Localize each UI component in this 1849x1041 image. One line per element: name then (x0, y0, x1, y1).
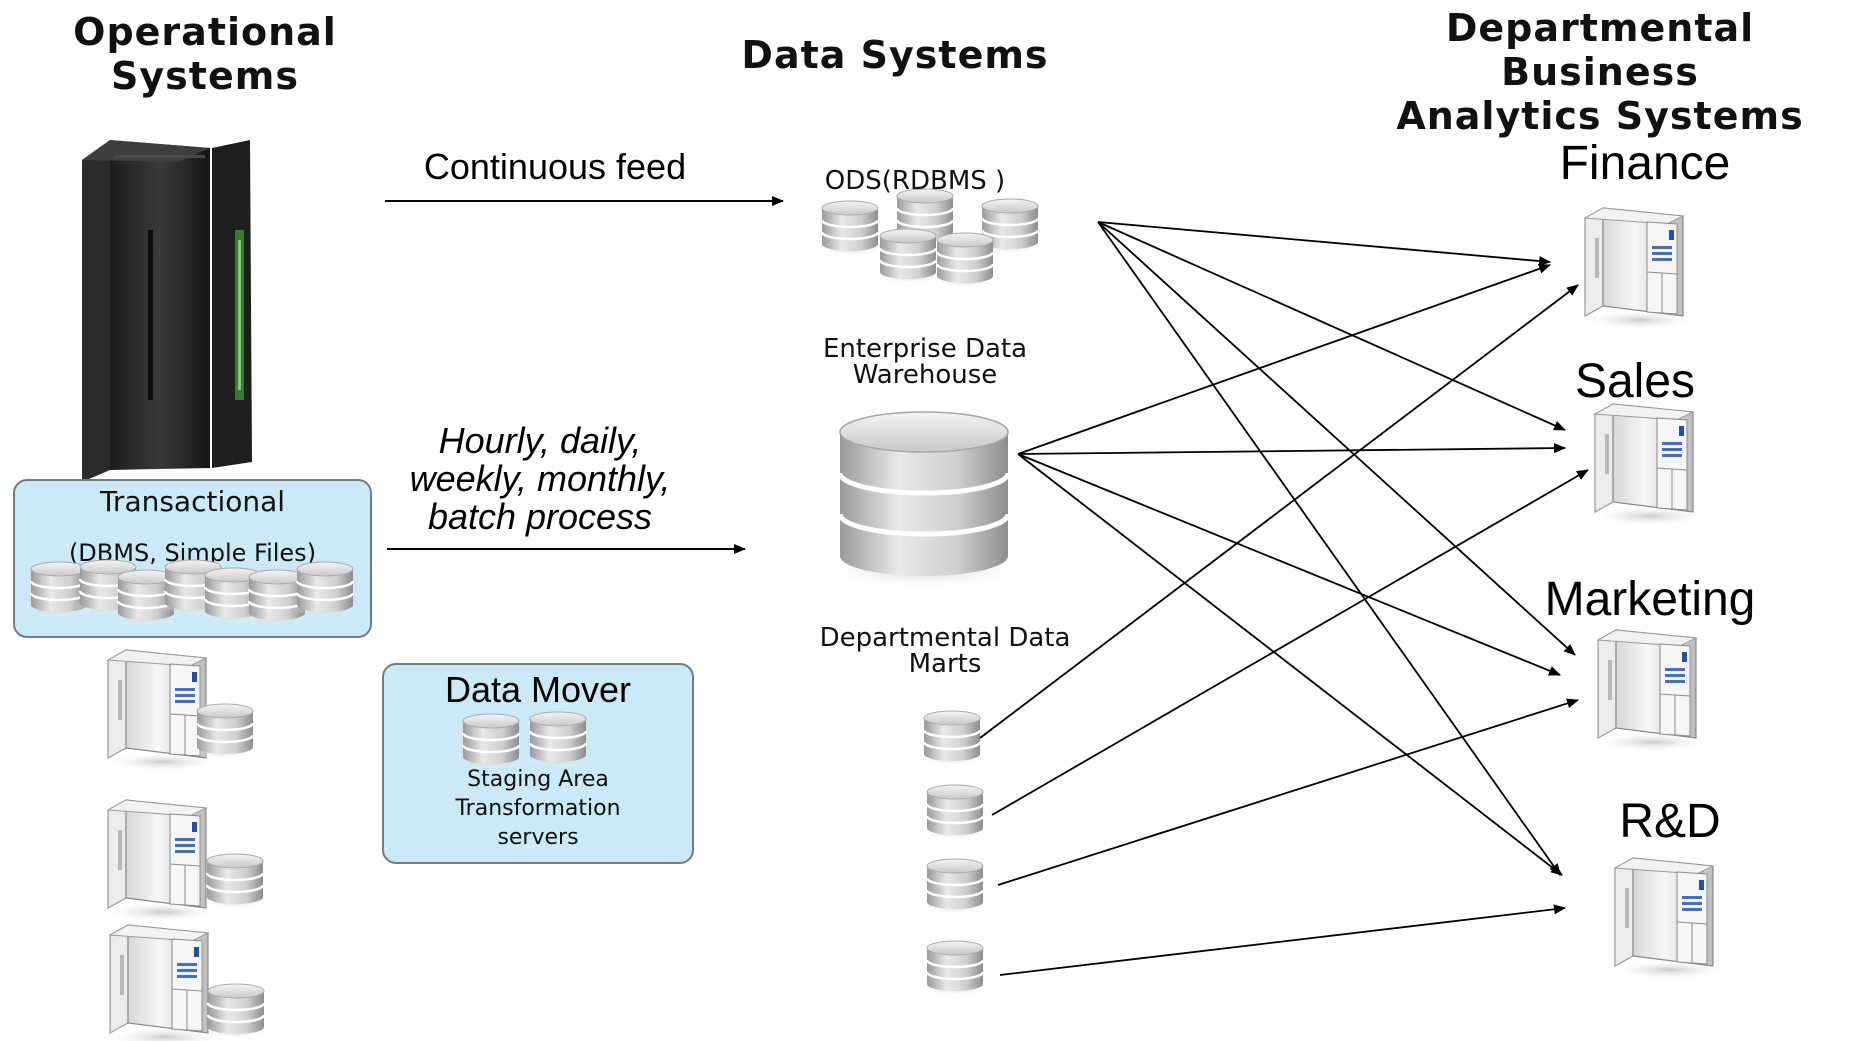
database-cylinder-icon (289, 560, 361, 619)
mart2-to-sales-arrow (991, 469, 1589, 816)
transactional-database-cluster (23, 558, 361, 627)
database-cylinder-icon (199, 852, 271, 911)
data-mover-box: Data Mover Staging Area Transformation s… (382, 663, 694, 864)
tower-server-icon (104, 924, 226, 1041)
database-cylinder-icon (200, 982, 272, 1041)
data-mover-description: Staging Area Transformation servers (455, 767, 621, 850)
database-cylinder-icon (814, 199, 886, 258)
edw-to-marketing-arrow (1017, 453, 1561, 676)
finance-server-icon (1579, 207, 1701, 331)
data-marts-label: Departmental Data Marts (819, 623, 1071, 679)
edw-to-finance-arrow (1017, 263, 1551, 455)
transactional-title: Transactional (99, 485, 286, 518)
transactional-box: Transactional (DBMS, Simple Files) (13, 479, 372, 638)
mart4-to-rd-arrow (999, 904, 1566, 976)
departmental-systems-header: Departmental Business Analytics Systems (1396, 6, 1804, 138)
edw-to-sales-arrow (1017, 443, 1566, 455)
database-cylinder-icon (455, 712, 527, 771)
ods-to-finance-arrow (1097, 221, 1551, 267)
ods-to-marketing-arrow (1097, 221, 1576, 656)
database-cylinder-icon (189, 702, 261, 761)
edw-to-rd-arrow (1017, 453, 1563, 876)
database-cylinder-icon (929, 231, 1001, 290)
ods-to-rd-arrow (1097, 221, 1561, 876)
ods-database-cluster (814, 187, 1046, 290)
operational-server-3 (104, 924, 272, 1041)
data-mart-cluster (916, 709, 991, 998)
mart1-to-finance-arrow (979, 284, 1579, 739)
department-label-rd: R&D (1619, 795, 1721, 848)
database-cylinder-icon (919, 783, 991, 842)
department-label-marketing: Marketing (1544, 573, 1756, 626)
connector-arrows (979, 221, 1589, 976)
ods-to-sales-arrow (1097, 221, 1566, 431)
database-cylinder-icon (872, 227, 944, 286)
department-label-finance: Finance (1559, 137, 1731, 190)
operational-server-2 (102, 799, 271, 923)
batch-process-label: Hourly, daily, weekly, monthly, batch pr… (409, 420, 671, 537)
database-cylinder-icon (522, 710, 594, 769)
database-cylinder-icon (919, 857, 991, 916)
marketing-server-icon (1592, 629, 1714, 753)
rd-server-icon (1609, 857, 1731, 981)
edw-label: Enterprise Data Warehouse (822, 334, 1028, 390)
database-cylinder-icon (916, 709, 988, 768)
data-mover-title: Data Mover (444, 669, 632, 710)
sales-server-icon (1589, 403, 1711, 527)
database-cylinder-icon (919, 939, 991, 998)
department-label-sales: Sales (1574, 355, 1696, 408)
operational-server-1 (102, 649, 261, 773)
enterprise-data-warehouse-icon (819, 411, 1029, 590)
operational-systems-header: Operational Systems (73, 10, 337, 98)
continuous-feed-label: Continuous feed (423, 146, 687, 187)
ods-label: ODS(RDBMS ) (824, 166, 1006, 196)
mart3-to-marketing-arrow (997, 698, 1579, 886)
mainframe-server-icon (82, 140, 252, 482)
data-systems-header: Data Systems (741, 33, 1049, 77)
